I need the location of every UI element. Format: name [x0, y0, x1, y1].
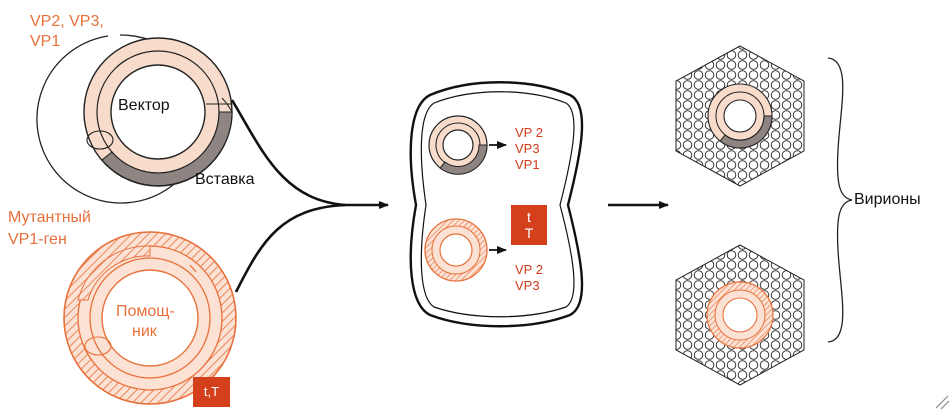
mutant-gene-label-2: VP1-ген: [8, 231, 67, 248]
cell-protein-vp2-lower: VP 2: [515, 262, 543, 277]
mutant-gene-label: Мутантный: [8, 209, 91, 226]
helper-plasmid: [63, 231, 237, 405]
cell-helper-plasmid: [424, 218, 507, 282]
insert-label: Вставка: [195, 171, 255, 188]
virions-brace: [827, 57, 853, 343]
vector-plasmid: [36, 34, 233, 204]
vp-top-label: VP2, VP3,: [30, 13, 104, 30]
helper-label-2: ник: [132, 323, 157, 340]
badge-t-large: T: [524, 225, 534, 241]
cell-protein-vp3-upper: VP3: [515, 141, 540, 156]
helper-curve: [234, 203, 346, 293]
vp-top-label-2: VP1: [30, 33, 61, 50]
cell-t-antigen-badge: t T: [511, 205, 547, 245]
cell-protein-vp2-upper: VP 2: [515, 125, 543, 140]
vector-curve: [230, 99, 346, 207]
virion-top: [675, 45, 805, 187]
helper-t-antigen-badge: t,T: [193, 377, 230, 407]
virions-label: Вирионы: [854, 191, 921, 208]
cell-protein-vp3-lower: VP3: [515, 278, 540, 293]
helper-label: Помощ-: [116, 303, 175, 320]
host-cell: [409, 81, 584, 328]
cell-vector-plasmid: [428, 115, 507, 175]
corner-mark: [935, 395, 950, 410]
cell-protein-vp1-upper: VP1: [515, 157, 540, 172]
badge-t-small: t: [527, 209, 531, 225]
vector-label: Вектор: [118, 97, 170, 114]
virion-bottom: [675, 244, 805, 386]
